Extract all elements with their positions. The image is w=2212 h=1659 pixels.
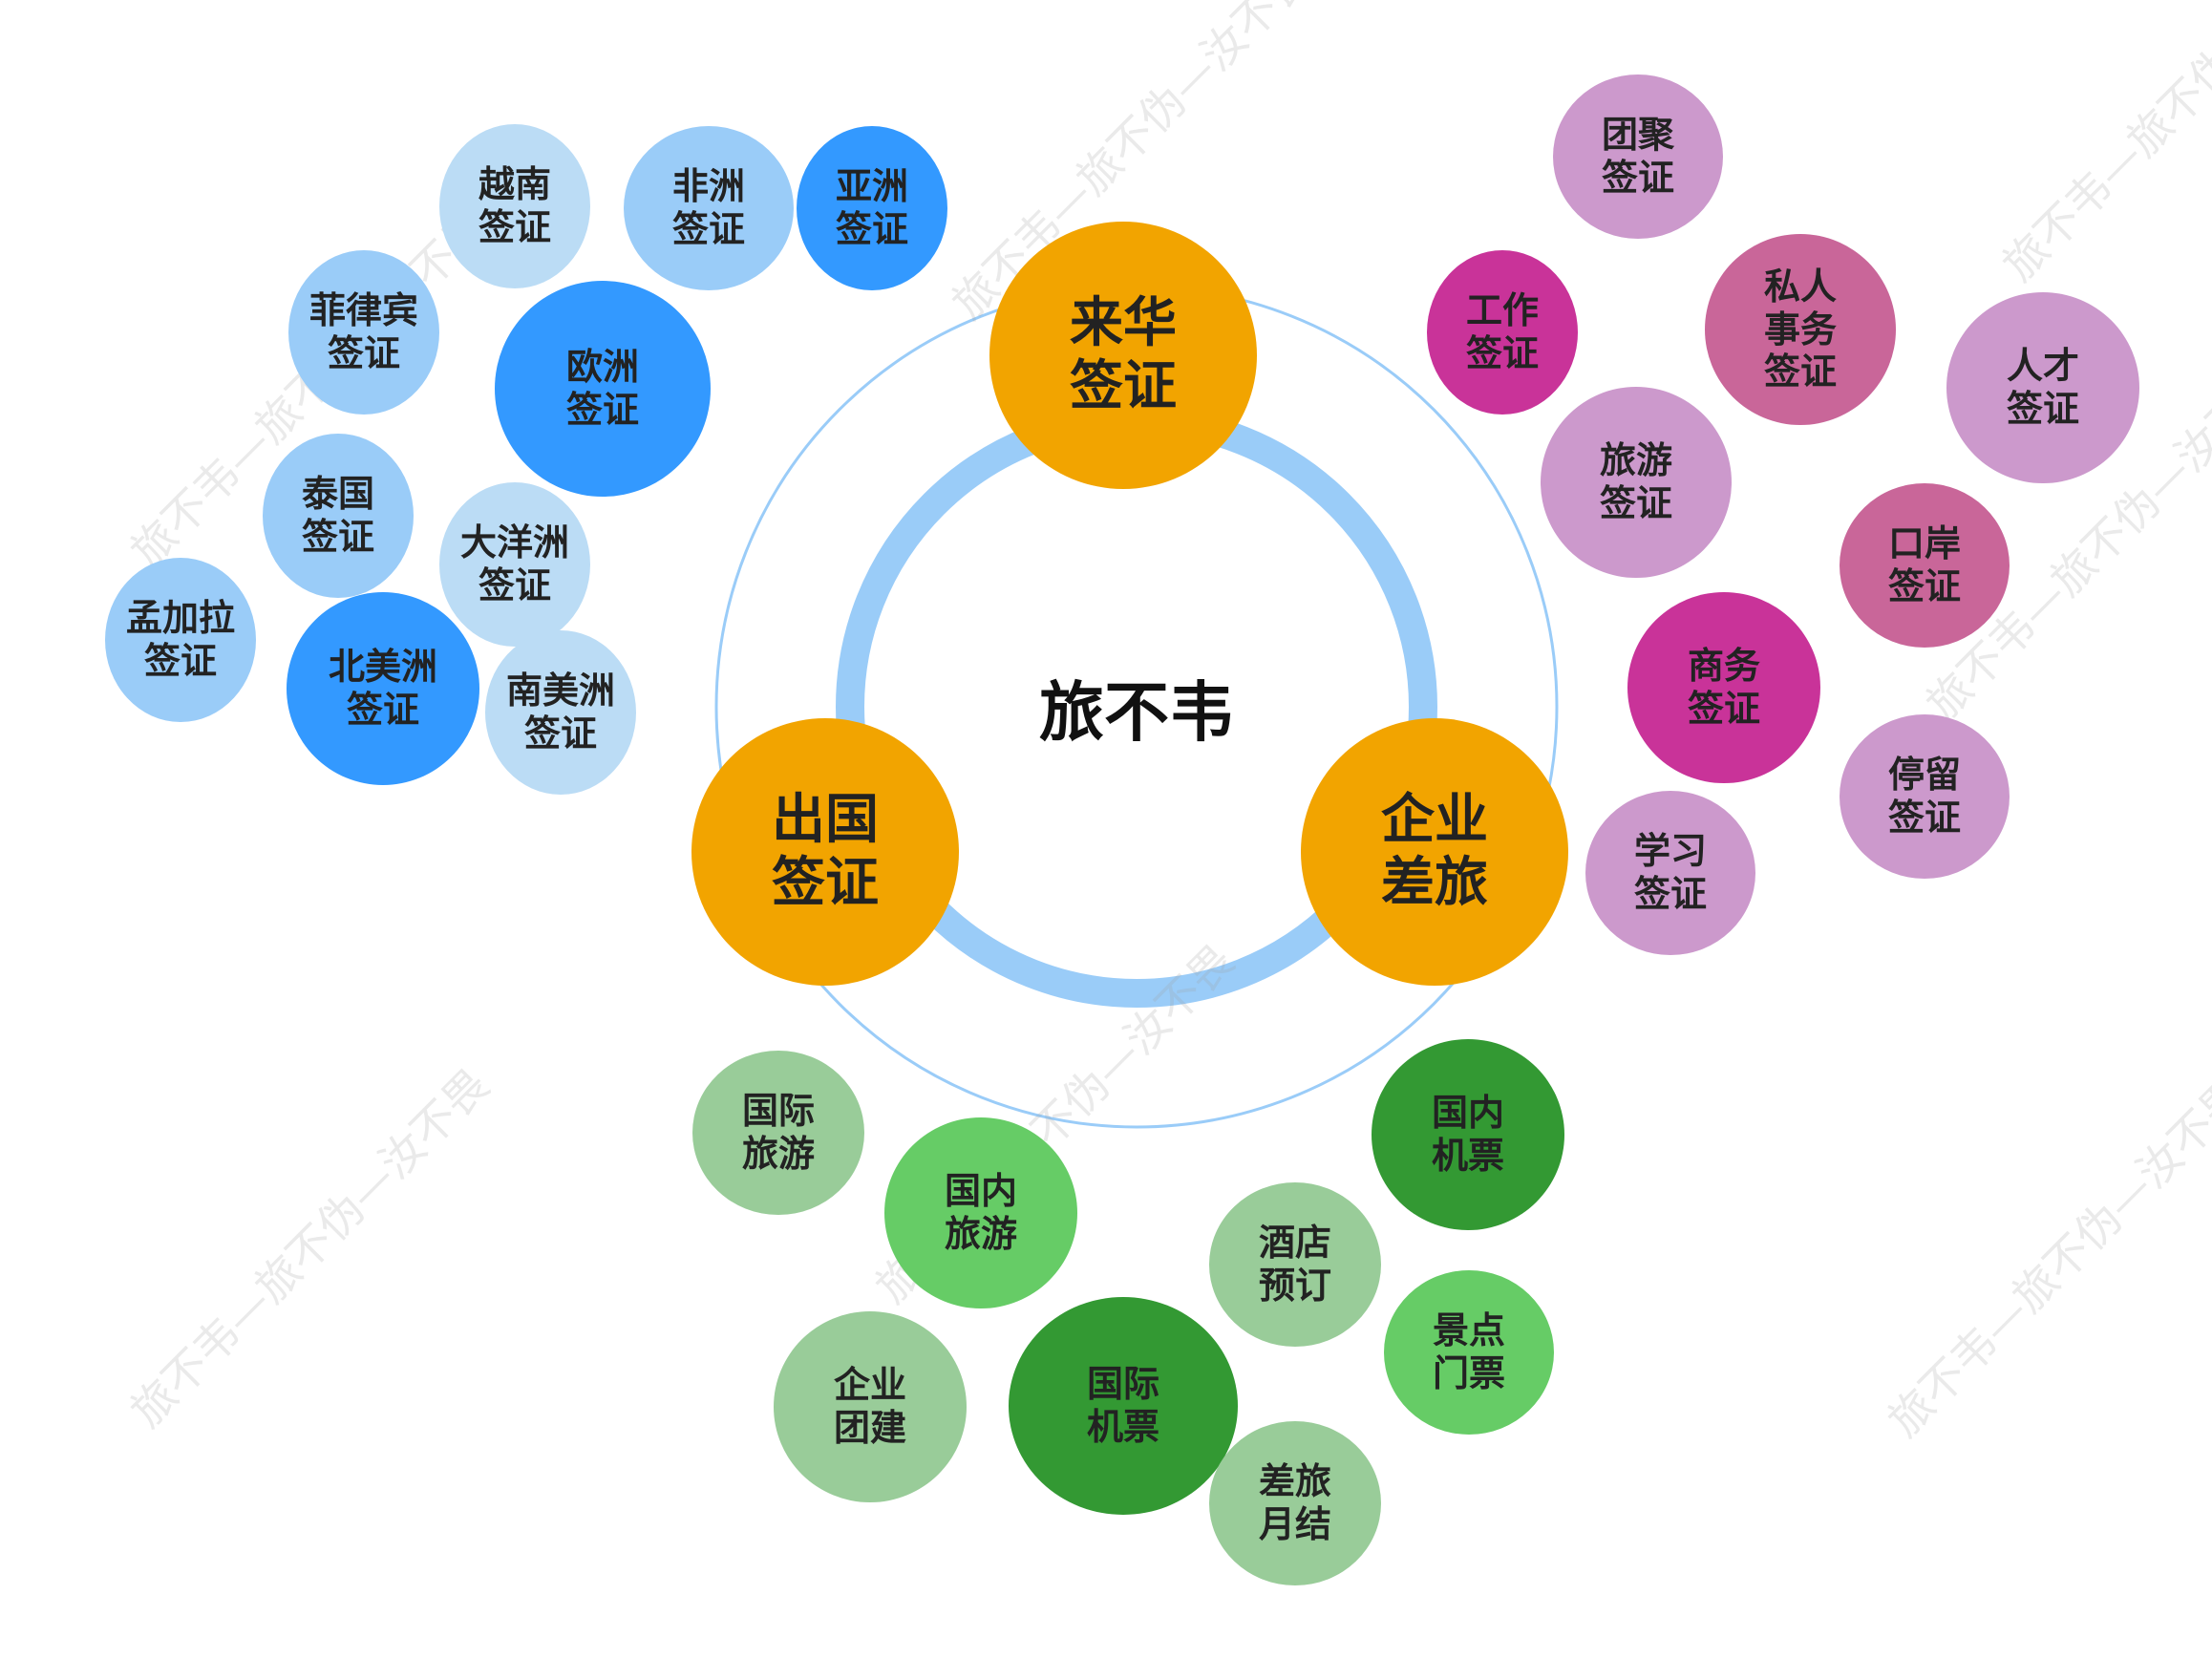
bubble-domestic-flight[interactable]: 国内 机票 [1372,1039,1564,1230]
bubble-label: 商务 签证 [1687,645,1760,730]
bubble-south-america-visa[interactable]: 南美洲 签证 [485,630,636,795]
bubble-attraction-tickets[interactable]: 景点 门票 [1384,1270,1554,1435]
hub-chuguo[interactable]: 出国 签证 [691,718,959,986]
bubble-team-building[interactable]: 企业 团建 [774,1311,967,1502]
bubble-tourist-visa[interactable]: 旅游 签证 [1541,387,1732,578]
bubble-label: 旅游 签证 [1599,439,1672,524]
hub-label: 出国 签证 [772,788,879,914]
bubble-domestic-tour[interactable]: 国内 旅游 [884,1117,1077,1308]
bubble-bangladesh-visa[interactable]: 孟加拉 签证 [105,558,256,722]
bubble-hotel-booking[interactable]: 酒店 预订 [1209,1182,1381,1347]
bubble-label: 欧洲 签证 [565,346,639,431]
bubble-europe-visa[interactable]: 欧洲 签证 [495,281,711,497]
bubble-thailand-visa[interactable]: 泰国 签证 [263,434,414,598]
bubble-label: 非洲 签证 [671,165,745,250]
bubble-reunion-visa[interactable]: 团聚 签证 [1553,74,1723,239]
bubble-talent-visa[interactable]: 人才 签证 [1946,292,2139,483]
bubble-label: 亚洲 签证 [835,165,908,250]
bubble-business-visa[interactable]: 商务 签证 [1627,592,1820,783]
bubble-label: 酒店 预订 [1258,1222,1331,1307]
bubble-africa-visa[interactable]: 非洲 签证 [624,126,794,290]
hub-label: 企业 差旅 [1381,788,1488,914]
bubble-label: 孟加拉 签证 [125,597,235,682]
bubble-north-america-visa[interactable]: 北美洲 签证 [287,592,479,785]
bubble-label: 大洋洲 签证 [459,521,569,606]
bubble-label: 菲律宾 签证 [308,289,418,374]
hub-qiye[interactable]: 企业 差旅 [1301,718,1568,986]
bubble-label: 南美洲 签证 [505,670,615,755]
bubble-label: 泰国 签证 [301,473,374,558]
bubble-international-tour[interactable]: 国际 旅游 [692,1051,864,1215]
bubble-label: 私人 事务 签证 [1763,265,1837,393]
bubble-port-visa[interactable]: 口岸 签证 [1840,483,2010,648]
bubble-label: 北美洲 签证 [328,646,437,731]
bubble-label: 人才 签证 [2006,345,2079,430]
bubble-private-affairs-visa[interactable]: 私人 事务 签证 [1705,234,1896,425]
bubble-study-visa[interactable]: 学习 签证 [1585,791,1755,955]
bubble-vietnam-visa[interactable]: 越南 签证 [439,124,590,288]
bubble-label: 差旅 月结 [1258,1460,1331,1545]
bubble-label: 国际 旅游 [741,1090,815,1175]
bubble-label: 景点 门票 [1432,1309,1505,1394]
bubble-label: 学习 签证 [1633,830,1707,915]
bubble-work-visa[interactable]: 工作 签证 [1427,250,1578,415]
bubble-asia-visa[interactable]: 亚洲 签证 [797,126,947,290]
bubble-label: 国内 机票 [1431,1092,1504,1177]
bubble-international-flight[interactable]: 国际 机票 [1009,1297,1238,1515]
bubble-stay-visa[interactable]: 停留 签证 [1840,714,2010,879]
bubble-label: 越南 签证 [478,163,551,248]
bubble-label: 国内 旅游 [944,1170,1017,1255]
bubble-label: 国际 机票 [1086,1363,1159,1448]
bubble-label: 团聚 签证 [1601,114,1674,199]
hub-label: 来华 签证 [1070,291,1177,417]
center-title: 旅不韦 [1038,675,1235,752]
bubble-oceania-visa[interactable]: 大洋洲 签证 [439,482,590,647]
bubble-monthly-settlement[interactable]: 差旅 月结 [1209,1421,1381,1585]
bubble-label: 企业 团建 [833,1364,906,1449]
bubble-label: 口岸 签证 [1887,522,1961,607]
bubble-philippines-visa[interactable]: 菲律宾 签证 [288,250,439,415]
bubble-label: 工作 签证 [1465,289,1539,374]
hub-laihua[interactable]: 来华 签证 [989,222,1257,489]
bubble-label: 停留 签证 [1887,754,1961,839]
